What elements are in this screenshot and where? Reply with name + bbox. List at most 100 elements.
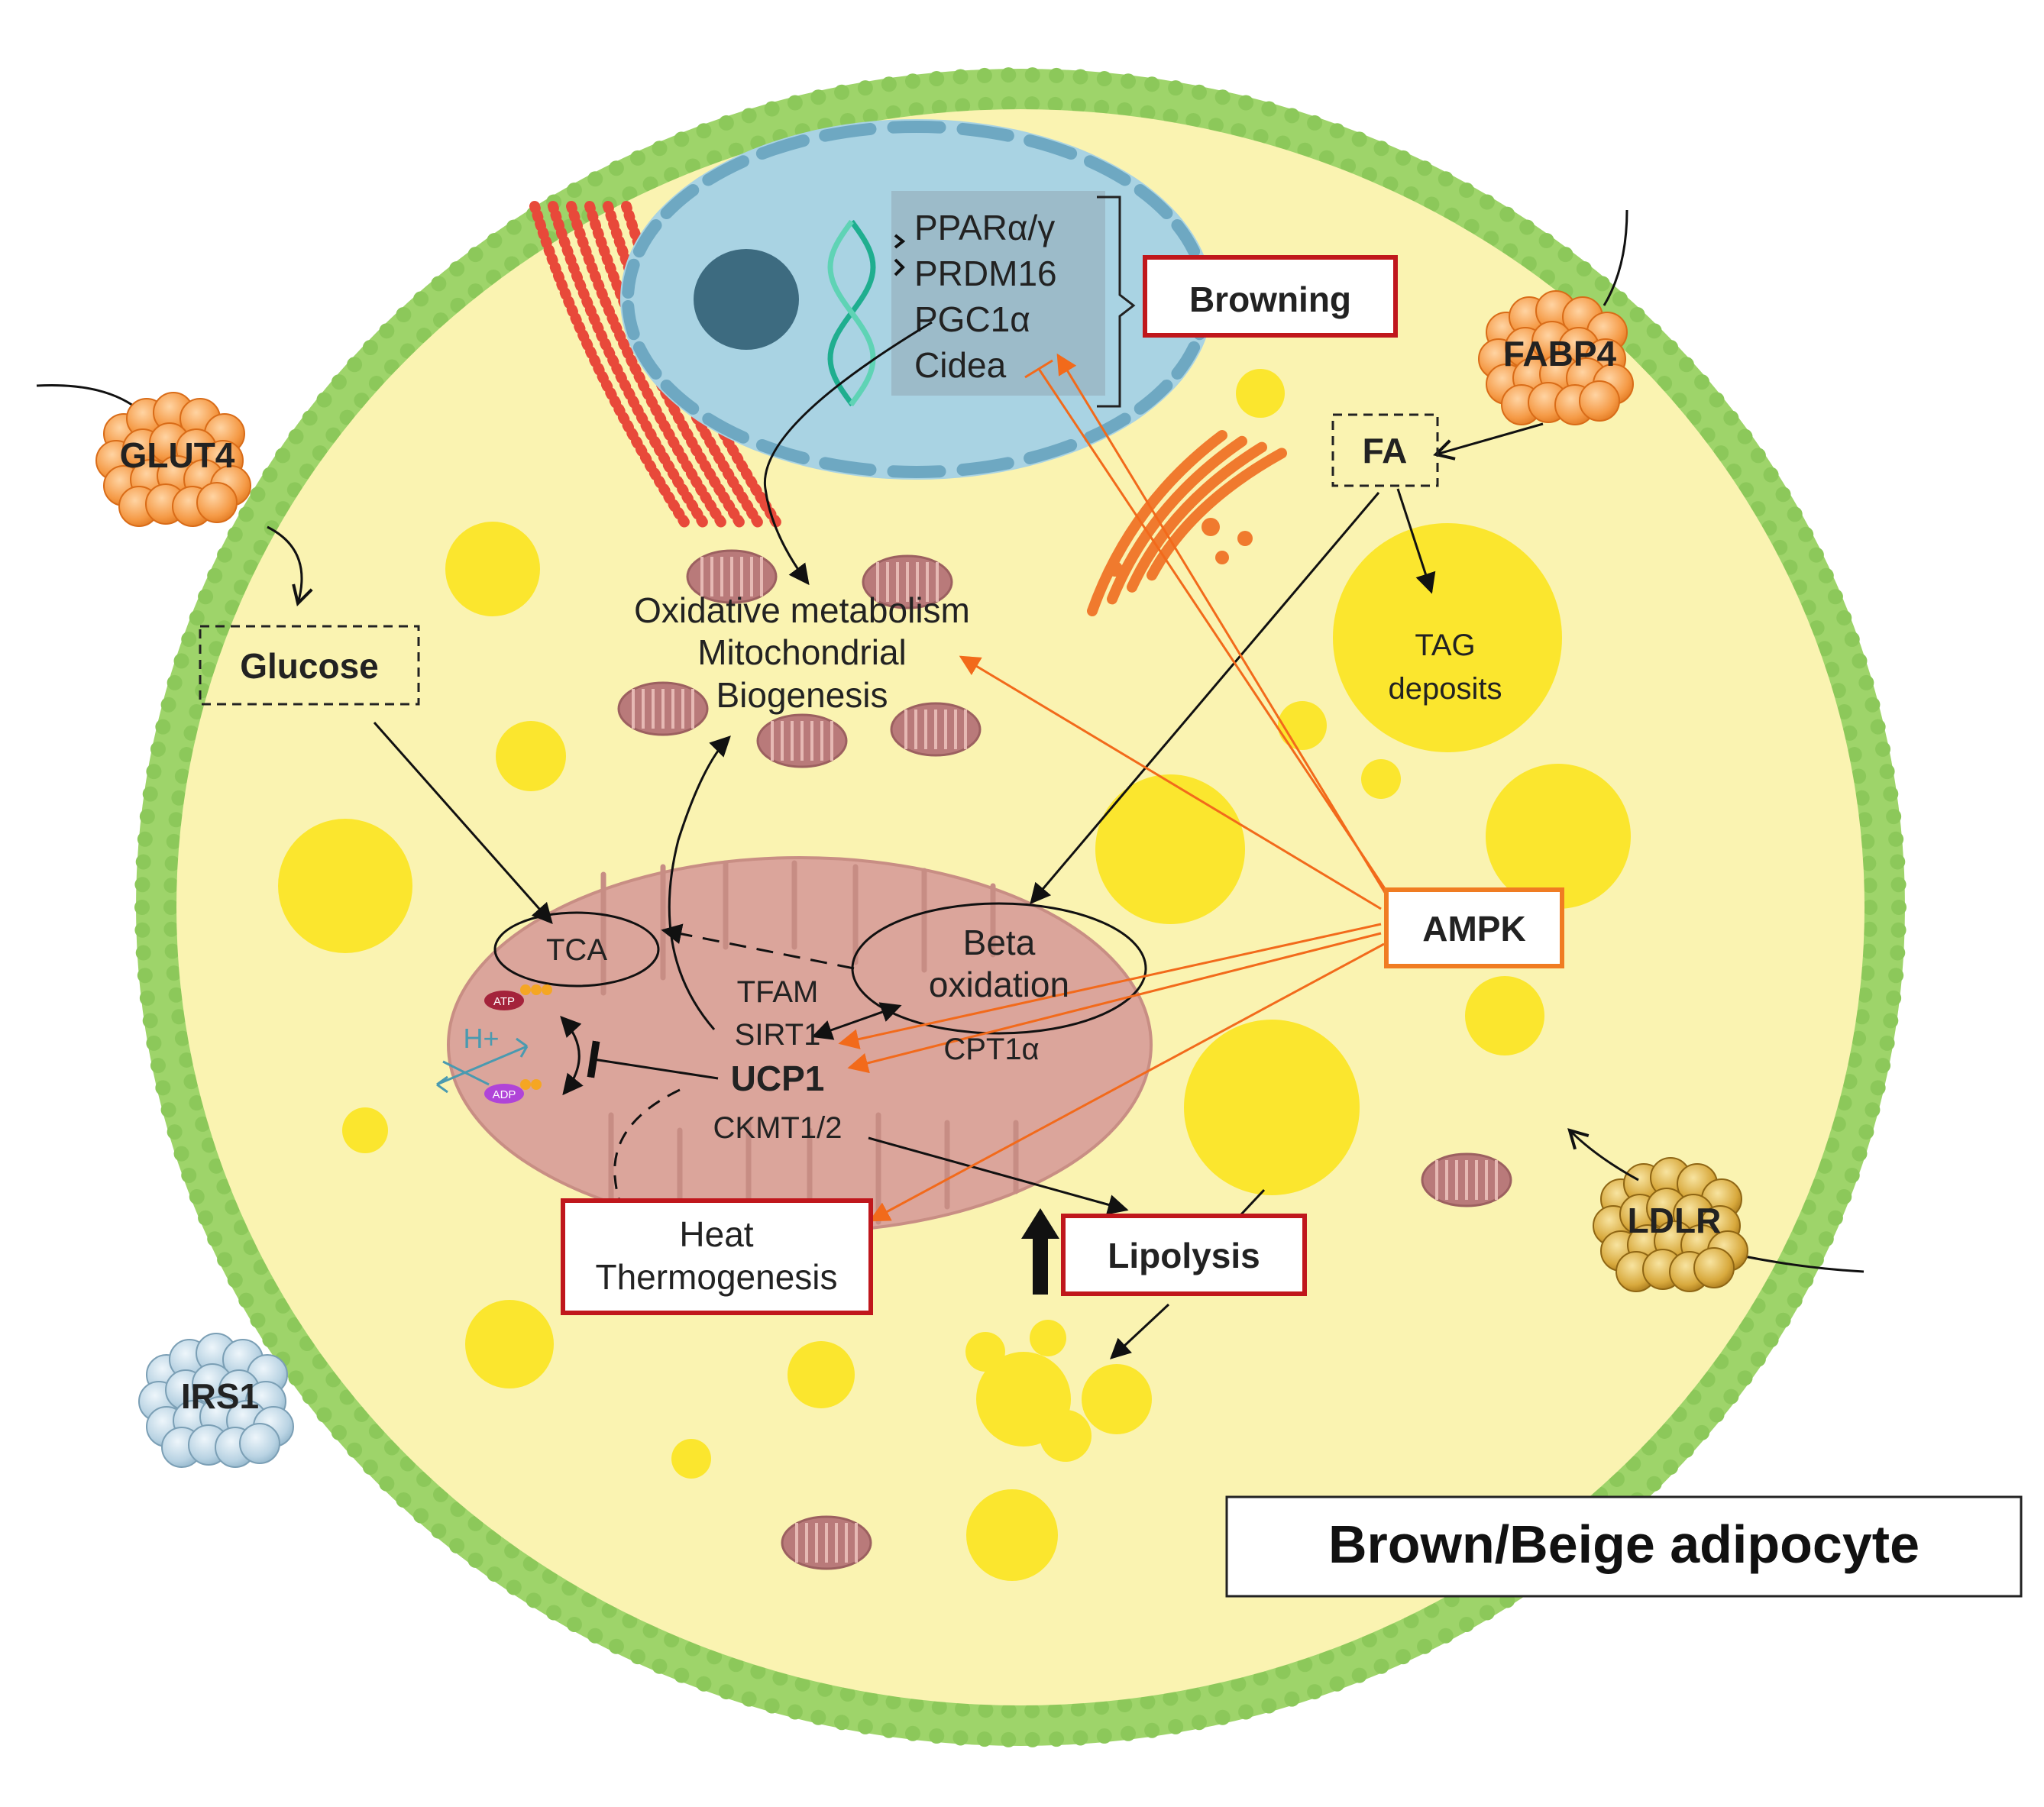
- small-mitochondrion: [781, 1515, 872, 1570]
- lipid-head-inner: [1070, 1701, 1086, 1717]
- lipid-head-outer: [1737, 428, 1753, 444]
- lipid-head-inner: [1830, 683, 1846, 699]
- lipid-head-inner: [1463, 218, 1480, 234]
- lipid-head-inner: [1163, 1690, 1179, 1706]
- lipid-head-outer: [1373, 1658, 1389, 1674]
- lipid-head-outer: [1663, 339, 1679, 355]
- ldlr-label: LDLR: [1628, 1201, 1722, 1240]
- lipid-droplet: [1184, 1020, 1360, 1195]
- lipid-head-inner: [1483, 231, 1499, 247]
- nuclear-envelope-segment: [660, 379, 700, 415]
- lipid-head-inner: [1231, 123, 1247, 139]
- lipid-head-inner: [1502, 243, 1518, 259]
- lipid-head-outer: [1284, 1691, 1300, 1707]
- lipid-head-outer: [1852, 1146, 1868, 1162]
- lipid-head-outer: [431, 1523, 447, 1539]
- lipid-head-outer: [587, 1628, 603, 1644]
- nuclear-envelope-segment: [1084, 412, 1131, 444]
- dashed-beta-to-tca: [661, 923, 855, 970]
- lipid-head-outer: [135, 945, 151, 961]
- lipid-head-inner: [1094, 1699, 1110, 1715]
- lipid-head-inner: [1341, 1641, 1357, 1657]
- lipid-head-outer: [976, 1731, 992, 1747]
- lipid-droplet: [278, 819, 412, 953]
- fa-label: FA: [1363, 431, 1408, 470]
- lipolysis-label: Lipolysis: [1108, 1236, 1260, 1275]
- lipid-head-inner: [183, 1074, 199, 1090]
- proton-arrows: [436, 1037, 529, 1094]
- lipid-head-inner: [1318, 150, 1334, 166]
- beta-line1: Beta: [963, 923, 1036, 962]
- lipid-head-outer: [167, 1124, 183, 1140]
- lipid-head-outer: [150, 741, 166, 757]
- golgi-apparatus: [1087, 430, 1287, 616]
- lipid-head-outer: [262, 1332, 278, 1348]
- lipid-head-inner: [216, 1178, 232, 1194]
- lipid-head-inner: [1738, 1317, 1755, 1333]
- lipid-head-outer: [217, 1252, 233, 1268]
- lipid-head-inner: [684, 1641, 700, 1657]
- lipid-head-outer: [1883, 1013, 1899, 1029]
- lipid-head-outer: [198, 589, 214, 605]
- lipid-head-outer: [1024, 67, 1040, 83]
- small-mitochondria: [617, 549, 1512, 1570]
- lipid-head-outer: [1024, 1731, 1040, 1747]
- lipid-head-outer: [976, 67, 992, 83]
- lipid-head-inner: [1361, 1632, 1377, 1648]
- lipid-droplet: [1361, 759, 1401, 799]
- lipid-head-outer: [587, 171, 603, 187]
- fabp4-label: FABP4: [1503, 334, 1617, 373]
- arrow-ampk-ucp1: [847, 932, 1382, 1074]
- lipid-head-outer: [275, 448, 291, 464]
- lipid-head-inner: [201, 1137, 217, 1153]
- lipid-head-outer: [1890, 922, 1907, 938]
- arrow-ckmt-lipolysis: [868, 1136, 1129, 1215]
- lipid-head-outer: [608, 1638, 624, 1654]
- nuclear-envelope-segment: [819, 457, 877, 477]
- lipid-head-outer: [1395, 1649, 1411, 1665]
- lipid-head-outer: [506, 1579, 522, 1595]
- lipid-head-inner: [225, 600, 241, 616]
- lipid-droplet: [788, 1341, 855, 1408]
- lipid-head-outer: [134, 877, 150, 893]
- lipid-head-outer: [566, 183, 582, 199]
- lipid-head-outer: [331, 374, 347, 390]
- lipid-head-inner: [1444, 207, 1460, 223]
- heat-box: [561, 1198, 873, 1315]
- lipid-head-outer: [331, 1424, 347, 1440]
- lipid-head-inner: [234, 579, 250, 595]
- lipid-head-inner: [1782, 559, 1798, 575]
- lipid-head-outer: [652, 1658, 668, 1674]
- lipid-head-inner: [209, 641, 225, 657]
- atp-label: ATP: [493, 995, 515, 1008]
- lipid-head-outer: [1808, 547, 1824, 563]
- lipid-head-outer: [1307, 115, 1323, 131]
- lipid-head-inner: [664, 1632, 680, 1648]
- nuclear-envelope-segment: [1171, 219, 1201, 258]
- lipid-head-outer: [1827, 589, 1843, 605]
- lipid-head-inner: [1725, 1335, 1742, 1351]
- arrow-sirt1-beta-oxidation: [811, 1002, 902, 1040]
- lipid-head-inner: [1861, 943, 1877, 959]
- lipid-head-outer: [566, 1616, 582, 1632]
- lipid-droplet: [1030, 1320, 1066, 1356]
- lipid-head-inner: [166, 833, 182, 849]
- lipid-head-outer: [1144, 76, 1160, 92]
- ampk-label: AMPK: [1422, 909, 1525, 949]
- lipid-head-outer: [1646, 1476, 1662, 1492]
- lipid-head-inner: [1297, 142, 1313, 158]
- lipid-head-inner: [1824, 1137, 1840, 1153]
- lipid-head-inner: [179, 747, 195, 763]
- lipid-head-outer: [1886, 809, 1902, 825]
- ldlr-cluster: LDLR: [1593, 1157, 1865, 1292]
- lipid-head-inner: [1117, 102, 1133, 118]
- golgi-cisterna: [1147, 448, 1287, 581]
- cristae: [600, 860, 1019, 1233]
- lipid-head-inner: [1750, 1298, 1766, 1314]
- lipid-head-inner: [1846, 1052, 1862, 1068]
- lipid-head-inner: [561, 1580, 577, 1596]
- lipid-head-outer: [316, 1407, 332, 1423]
- tag-line1: TAG: [1415, 629, 1475, 662]
- lipid-head-outer: [173, 653, 189, 669]
- lipid-head-inner: [174, 768, 190, 784]
